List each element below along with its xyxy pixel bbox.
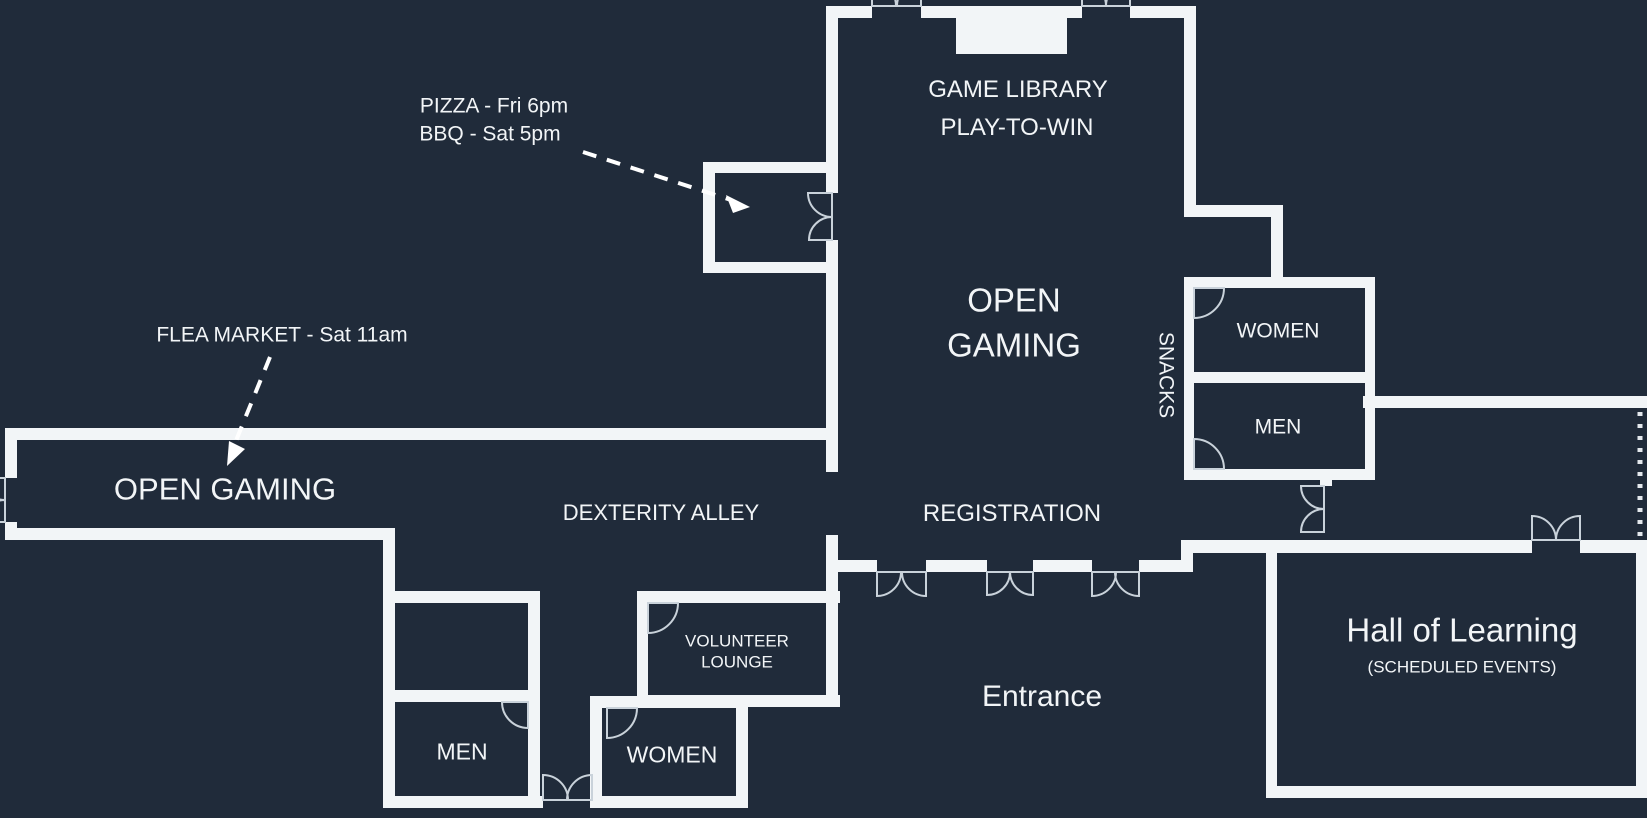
room-label-open-gaming-hall-line1: OPEN [967,281,1061,319]
entrance-door1-right-leaf [900,571,927,598]
restroom-block-bottom-wall [1184,469,1375,480]
south-wall-seg2 [1580,540,1647,553]
corridor-left-wall-seg1 [5,428,17,478]
hall-top-wall-seg3 [1130,6,1196,18]
hall-bottom-wall-seg2 [926,560,987,572]
entrance-door3-right-leaf [1113,571,1140,598]
south-wall-seg1 [1181,540,1532,553]
room-label-women-upper: WOMEN [1236,319,1320,343]
walls [5,6,1647,808]
annotation-arrows [231,150,732,449]
hol-door-right-leaf [1554,514,1581,541]
hall-bottom-wall-seg3 [1033,560,1092,572]
pizza-room-top-wall [703,162,838,173]
entrance-door2-right-leaf [1008,571,1034,597]
storage-room-top-wall [383,591,540,603]
restroom-block-top-wall [1184,277,1375,288]
room-label-hall-of-learning: Hall of Learning [1346,611,1578,649]
stage-alcove [956,18,1067,54]
women-lower-door [606,707,639,740]
men-lower-door [500,701,529,730]
hall-top-door2-left-leaf [1081,0,1108,7]
pizza-arrow-line [582,150,732,202]
door-arcs [0,0,1581,801]
hall-right-wall [1184,6,1196,217]
hall-bottom-wall-seg4 [1139,560,1193,572]
hall-left-wall-seg1 [826,6,838,193]
corridor-step-wall [383,528,395,603]
corridor-west-door-upper-leaf [0,477,6,502]
snacks-nook-top-wall [1184,205,1283,217]
room-label-men-lower: MEN [436,738,488,765]
women-upper-door [1193,287,1226,320]
men-upper-door [1193,437,1226,470]
corridor-top-wall [5,428,838,440]
hol-bottom-wall [1266,786,1647,798]
annotation-bbq: BBQ - Sat 5pm [419,122,561,146]
room-label-snacks: SNACKS [1154,331,1178,419]
entrance-door2-left-leaf [986,571,1012,597]
se-exit-door-upper-leaf [1299,485,1325,511]
room-label-entrance: Entrance [981,680,1103,713]
hall-top-wall-seg2 [921,6,1082,18]
south-exit-door-left-leaf [542,773,570,801]
restroom-block-right-wall [1365,277,1375,480]
corridor-bottom-wall [5,528,395,540]
flea-arrow-line [231,356,272,449]
se-exit-door-lower-leaf [1299,507,1325,533]
pizza-arrow-head [726,195,750,213]
pizza-room-door-upper-leaf [806,192,833,219]
men-lower-top-wall [383,690,540,702]
room-label-open-gaming-hall-line2: GAMING [947,326,1081,364]
room-label-scheduled-events: (SCHEDULED EVENTS) [1367,657,1557,677]
pizza-room-left-wall [703,162,715,273]
room-label-men-upper: MEN [1254,415,1302,439]
entrance-door3-left-leaf [1091,571,1118,598]
restroom-divider-wall [1194,372,1365,383]
room-label-volunteer: VOLUNTEER [685,631,789,651]
room-label-registration: REGISTRATION [922,500,1102,527]
corridor-west-door-lower-leaf [0,498,6,523]
hol-door-left-leaf [1531,514,1558,541]
lower-bottom-wall-seg2 [592,796,748,808]
room-label-women-lower: WOMEN [626,741,718,768]
lower-block-right-wall [528,591,540,808]
hall-top-door1-right-leaf [895,0,922,7]
pizza-room-door-lower-leaf [807,215,833,241]
room-label-open-gaming-corridor: OPEN GAMING [113,471,337,507]
flea-arrow-head [227,441,245,466]
lounge-left-wall [637,591,648,707]
lounge-top-wall [637,591,840,603]
hall-top-door2-right-leaf [1104,0,1131,7]
lounge-door [647,602,680,635]
room-label-dexterity-alley: DEXTERITY ALLEY [562,500,760,525]
annotation-flea-market: FLEA MARKET - Sat 11am [156,323,408,347]
lower-bottom-wall-seg1 [383,796,543,808]
hall-top-door1-left-leaf [871,0,898,7]
south-exit-door-right-leaf [565,773,593,801]
hol-right-wall [1636,540,1647,798]
se-door-stub [1320,477,1332,486]
room-label-play-to-win: PLAY-TO-WIN [940,114,1094,141]
lounge-bottom-wall [637,695,840,707]
room-label-lounge: LOUNGE [701,652,773,672]
hall-left-wall-seg3 [826,535,838,707]
entrance-door1-left-leaf [876,571,903,598]
hall-left-wall-seg2 [826,240,838,472]
room-label-game-library: GAME LIBRARY [928,76,1108,103]
snacks-nook-right-wall [1271,217,1283,288]
hall-bottom-wall-seg1 [838,560,877,572]
restroom-block-left-wall [1184,288,1194,469]
hol-left-wall [1266,540,1277,798]
pizza-room-bottom-wall [703,262,838,273]
women-lower-right-wall [736,696,748,808]
east-hallway-top-wall [1363,396,1647,408]
annotation-pizza: PIZZA - Fri 6pm [419,94,569,118]
